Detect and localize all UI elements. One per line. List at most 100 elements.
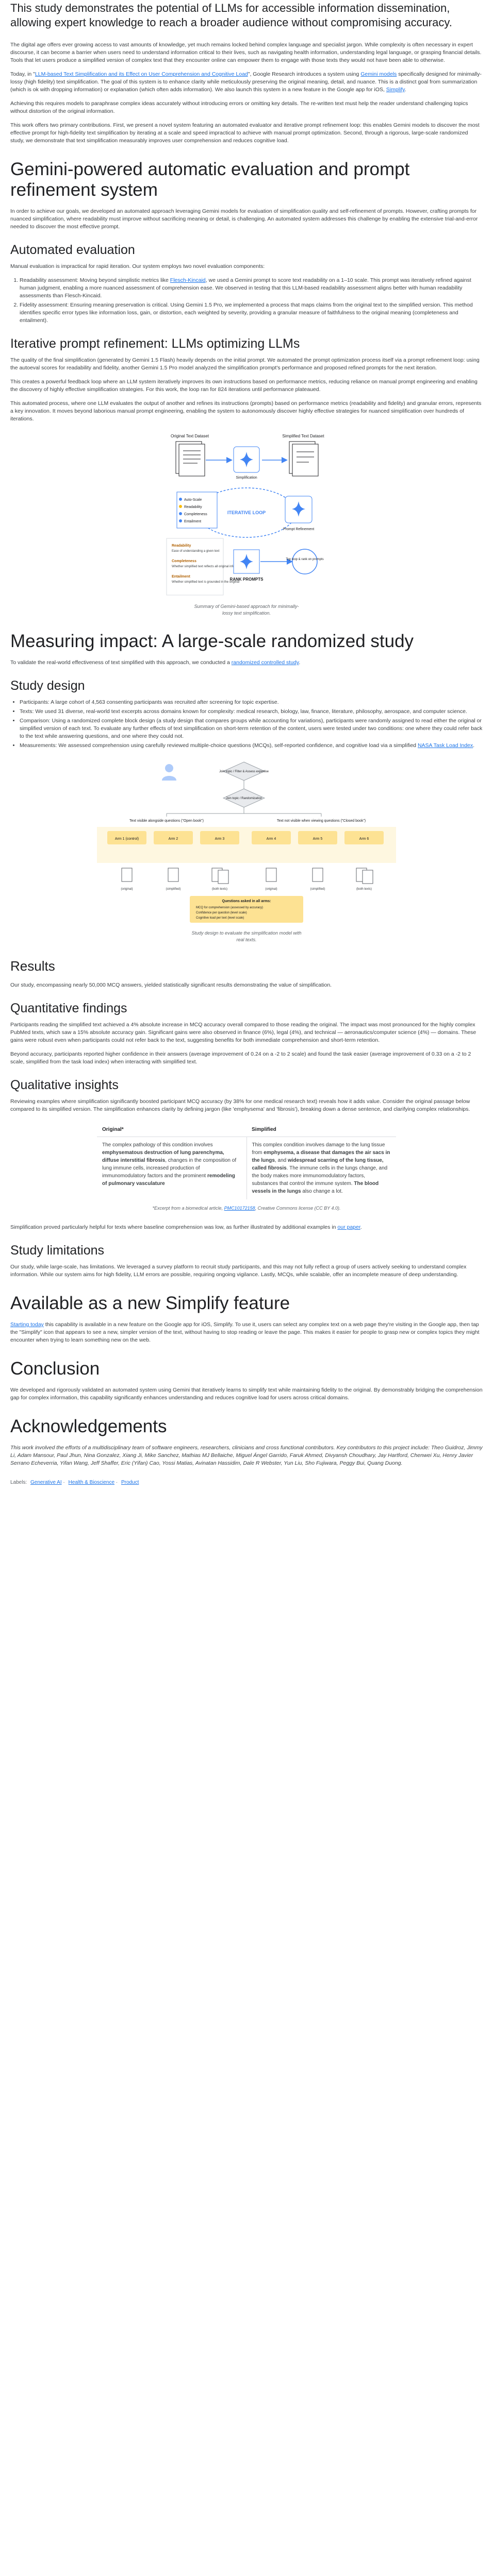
paper-link[interactable]: LLM-based Text Simplification and its Ef… — [35, 71, 248, 77]
list-item: Measurements: We assessed comprehension … — [20, 742, 483, 750]
svg-text:MCQ for comprehension (assesse: MCQ for comprehension (assessed by accur… — [196, 906, 263, 909]
labels-row: Labels: Generative AI · Health & Bioscie… — [10, 1480, 139, 1485]
svg-text:Cognitive load per text (level: Cognitive load per text (level scale) — [196, 917, 244, 920]
qual-paragraph: Reviewing examples where simplification … — [10, 1098, 470, 1112]
svg-text:Whether simplified text reflec: Whether simplified text reflects all ori… — [172, 565, 235, 568]
limitations-paragraph: Our study, while large-scale, has limita… — [10, 1264, 467, 1278]
arm-version-label: (simplified) — [310, 888, 325, 891]
arm-4: Arm 4 — [252, 831, 291, 844]
simplified-text: This complex condition involves damage t… — [252, 1142, 390, 1194]
randomized-study-link[interactable]: randomized controlled study — [231, 659, 299, 666]
document-stack-icon — [289, 441, 319, 477]
nasa-tlx-link[interactable]: NASA Task Load Index — [417, 742, 473, 749]
acknowledgements-paragraph: This work involved the efforts of a mult… — [10, 1445, 483, 1466]
section-title-conclusion: Conclusion — [10, 1359, 100, 1379]
flesch-kincaid-link[interactable]: Flesch-Kincaid — [170, 277, 206, 283]
prompt-refinement-icon: Prompt Refinement — [283, 496, 314, 531]
closed-book-label: Text not visible when viewing questions … — [277, 819, 366, 823]
svg-text:Whether simplified text is gro: Whether simplified text is grounded in t… — [172, 581, 239, 584]
randomization-node: Join topic / Randomization — [222, 788, 266, 808]
intro-paragraph: This work offers two primary contributio… — [10, 122, 480, 144]
svg-text:Readability: Readability — [172, 544, 191, 548]
eval-paragraph: In order to achieve our goals, we develo… — [10, 208, 478, 230]
feature-paragraph: Starting today this capability is availa… — [10, 1321, 480, 1343]
pmc-link[interactable]: PMC10172158 — [224, 1206, 255, 1211]
original-header: Original* — [97, 1123, 247, 1137]
label-generative-ai[interactable]: Generative AI — [30, 1480, 62, 1485]
arm-6: Arm 6 — [344, 831, 384, 844]
svg-text:Questions asked in all arms:: Questions asked in all arms: — [222, 900, 271, 903]
svg-text:Arm 1 (control): Arm 1 (control) — [115, 837, 139, 841]
section-title-results: Results — [10, 958, 55, 974]
svg-text:Join topic / Filter & Assess e: Join topic / Filter & Assess expertise — [219, 770, 269, 773]
open-book-label: Text visible alongside questions ("Open … — [129, 819, 204, 823]
rank-prompts-icon: RANK PROMPTS — [230, 549, 264, 582]
svg-text:Top loop & rank on prompts: Top loop & rank on prompts — [286, 558, 323, 561]
iter-paragraph: The quality of the final simplification … — [10, 357, 480, 371]
legend-panel: Readability Ease of understanding a give… — [166, 538, 239, 596]
document-stack-icon — [175, 441, 205, 477]
intro-paragraph: Achieving this requires models to paraph… — [10, 100, 468, 114]
arm-version-label: (original) — [121, 888, 133, 891]
results-paragraph: Our study, encompassing nearly 50,000 MC… — [10, 982, 332, 988]
svg-text:Entailment: Entailment — [184, 520, 201, 523]
svg-text:Readability: Readability — [184, 505, 202, 509]
svg-text:Arm 3: Arm 3 — [215, 837, 225, 841]
svg-text:Arm 6: Arm 6 — [359, 837, 369, 841]
section-title-limitations: Study limitations — [10, 1243, 105, 1258]
arm-5: Arm 5 — [298, 831, 337, 844]
study-design-list: Participants: A large cohort of 4,563 co… — [20, 699, 483, 750]
svg-text:Arm 4: Arm 4 — [267, 837, 276, 841]
simplified-dataset-label: Simplified Text Dataset — [282, 434, 324, 438]
arm-1: Arm 1 (control) — [107, 831, 146, 844]
svg-text:Arm 2: Arm 2 — [169, 837, 178, 841]
quant-paragraph: Participants reading the simplified text… — [10, 1022, 476, 1043]
svg-text:Auto-Scale: Auto-Scale — [184, 498, 202, 502]
comparison-table-wrap: Original* Simplified The complex patholo… — [97, 1123, 396, 1212]
starting-today-link[interactable]: Starting today — [10, 1321, 44, 1328]
arm-2: Arm 2 — [154, 831, 193, 844]
questions-panel: Questions asked in all arms: MCQ for com… — [190, 896, 303, 923]
section-title-impact: Measuring impact: A large-scale randomiz… — [10, 631, 414, 651]
label-health-bioscience[interactable]: Health & Bioscience — [68, 1480, 115, 1485]
simplify-link[interactable]: Simplify — [386, 87, 405, 93]
article: This study demonstrates the potential of… — [0, 0, 493, 1507]
auto-eval-intro: Manual evaluation is impractical for rap… — [10, 263, 265, 269]
label-product[interactable]: Product — [121, 1480, 139, 1485]
conclusion-paragraph: We developed and rigorously validated an… — [10, 1387, 483, 1401]
intro-paragraph: Today, in "LLM-based Text Simplification… — [10, 71, 482, 93]
figure-caption: Study design to evaluate the simplificat… — [191, 930, 302, 942]
top-prompt-badge: Top loop & rank on prompts — [286, 549, 324, 574]
study-design-diagram: Join topic / Filter & Assess expertise J… — [97, 761, 396, 923]
section-title-iterative: Iterative prompt refinement: LLMs optimi… — [10, 336, 300, 351]
auto-score-panel: Auto-Scale Readability Completeness Enta… — [176, 492, 218, 529]
comparison-table: Original* Simplified The complex patholo… — [97, 1123, 396, 1199]
gemini-spark-icon — [233, 446, 260, 473]
document-icon — [121, 868, 373, 884]
list-item: Readability assessment: Moving beyond si… — [20, 277, 483, 300]
svg-text:Completeness: Completeness — [184, 513, 207, 516]
iterative-loop-label: ITERATIVE LOOP — [227, 510, 266, 515]
original-text: The complex pathology of this condition … — [97, 1137, 247, 1199]
lead-text: This study demonstrates the potential of… — [10, 2, 452, 29]
section-title-quantitative: Quantitative findings — [10, 1001, 127, 1015]
list-item: Participants: A large cohort of 4,563 co… — [20, 699, 483, 706]
acknowledgements: This work involved the efforts of a mult… — [10, 1444, 483, 1467]
auto-eval-list: Readability assessment: Moving beyond si… — [20, 277, 483, 325]
intro-paragraph: The digital age offers ever growing acce… — [10, 42, 482, 63]
iterative-loop-diagram: Original Text Dataset Simplified Text Da… — [166, 434, 324, 596]
section-title-feature: Available as a new Simplify feature — [10, 1293, 290, 1313]
our-paper-link[interactable]: our paper — [337, 1224, 360, 1230]
list-item: Texts: We used 31 diverse, real-world te… — [20, 708, 483, 716]
gemini-models-link[interactable]: Gemini models — [360, 71, 397, 77]
svg-text:Entailment: Entailment — [172, 575, 190, 579]
arm-version-label: (simplified) — [166, 888, 180, 891]
arm-version-label: (both texts) — [356, 888, 372, 891]
svg-text:Ease of understanding a given: Ease of understanding a given text — [172, 550, 220, 553]
simplified-header: Simplified — [247, 1123, 396, 1137]
arm-version-label: (original) — [265, 888, 277, 891]
iter-paragraph: This automated process, where one LLM ev… — [10, 400, 482, 422]
section-title-acknowledgements: Acknowledgements — [10, 1416, 167, 1436]
svg-text:Completeness: Completeness — [172, 560, 196, 563]
section-title-study-design: Study design — [10, 679, 85, 693]
